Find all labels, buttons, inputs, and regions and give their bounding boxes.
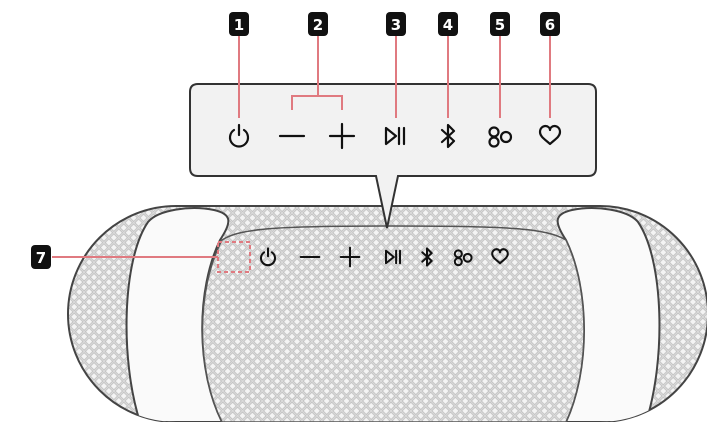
bluetooth-icon[interactable]: [421, 247, 433, 267]
callout-badge-2: 2: [308, 12, 328, 36]
party-mode-icon[interactable]: [488, 126, 513, 148]
party-mode-icon[interactable]: [453, 249, 473, 267]
heart-icon[interactable]: [538, 124, 562, 146]
callout-badge-5: 5: [490, 12, 510, 36]
callout-badge-3: 3: [386, 12, 406, 36]
plus-icon[interactable]: [339, 246, 361, 268]
plus-icon[interactable]: [328, 122, 356, 150]
callout-number: 6: [545, 16, 555, 34]
speaker-button-row: [259, 246, 509, 268]
indicator-highlight: [217, 241, 251, 273]
zoom-panel: [189, 83, 597, 229]
bluetooth-icon[interactable]: [440, 123, 456, 149]
callout-number: 7: [36, 249, 46, 267]
play-pause-icon[interactable]: [384, 126, 406, 146]
control-surface: [201, 225, 585, 422]
power-icon[interactable]: [259, 247, 277, 267]
power-icon[interactable]: [228, 123, 250, 148]
play-pause-icon[interactable]: [384, 249, 402, 265]
callout-badge-7: 7: [31, 245, 51, 269]
heart-icon[interactable]: [491, 248, 509, 265]
callout-lines: [52, 36, 551, 258]
callout-badges: 1 2 3 4 5 6 7: [31, 12, 560, 269]
callout-badge-1: 1: [229, 12, 249, 36]
zoomed-button-row: [228, 122, 562, 150]
callout-number: 1: [234, 16, 244, 34]
callout-badge-4: 4: [438, 12, 458, 36]
callout-number: 4: [443, 16, 453, 34]
callout-line-2: [291, 36, 343, 110]
callout-number: 3: [391, 16, 401, 34]
callout-number: 5: [495, 16, 505, 34]
callout-number: 2: [313, 16, 323, 34]
callout-badge-6: 6: [540, 12, 560, 36]
speaker-body: [67, 205, 707, 422]
